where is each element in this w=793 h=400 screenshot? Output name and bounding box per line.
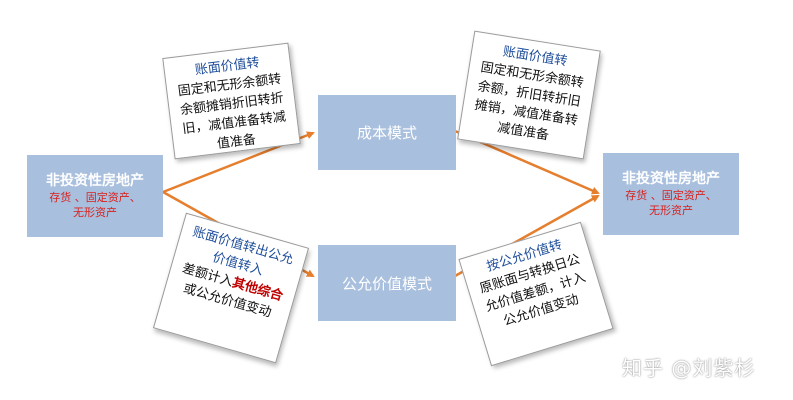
cost-mode-label: 成本模式 [356,124,417,142]
note-top-right-body: 固定和无形余额转余额，折旧转折旧摊销，减值准备转减值准备 [473,60,585,144]
fair-value-mode-box: 公允价值模式 [318,245,456,321]
left-box-subtitle-1: 存货 、固定资产、 [49,191,141,204]
fair-value-mode-label: 公允价值模式 [341,274,432,293]
note-top-left: 账面价值转 固定和无形余额转余额摊销折旧转折旧，减值准备转减值准备 [162,42,301,160]
left-box-non-investment-property: 非投资性房地产 存货 、固定资产、 无形资产 [27,155,163,237]
left-box-subtitle-2: 无形资产 [73,206,117,219]
left-box-title: 非投资性房地产 [46,173,144,189]
right-box-title: 非投资性房地产 [622,171,720,187]
note-top-right: 账面价值转 固定和无形余额转余额，折旧转折旧摊销，减值准备转减值准备 [457,30,601,160]
cost-mode-box: 成本模式 [318,95,456,170]
right-box-subtitle-2: 无形资产 [649,204,693,217]
right-box-subtitle-1: 存货 、固定资产、 [625,189,717,202]
right-box-non-investment-property: 非投资性房地产 存货 、固定资产、 无形资产 [603,153,739,235]
note-top-left-body: 固定和无形余额转余额摊销折旧转折旧，减值准备转减值准备 [177,71,287,153]
watermark-text: 知乎 @刘紫杉 [622,356,756,380]
